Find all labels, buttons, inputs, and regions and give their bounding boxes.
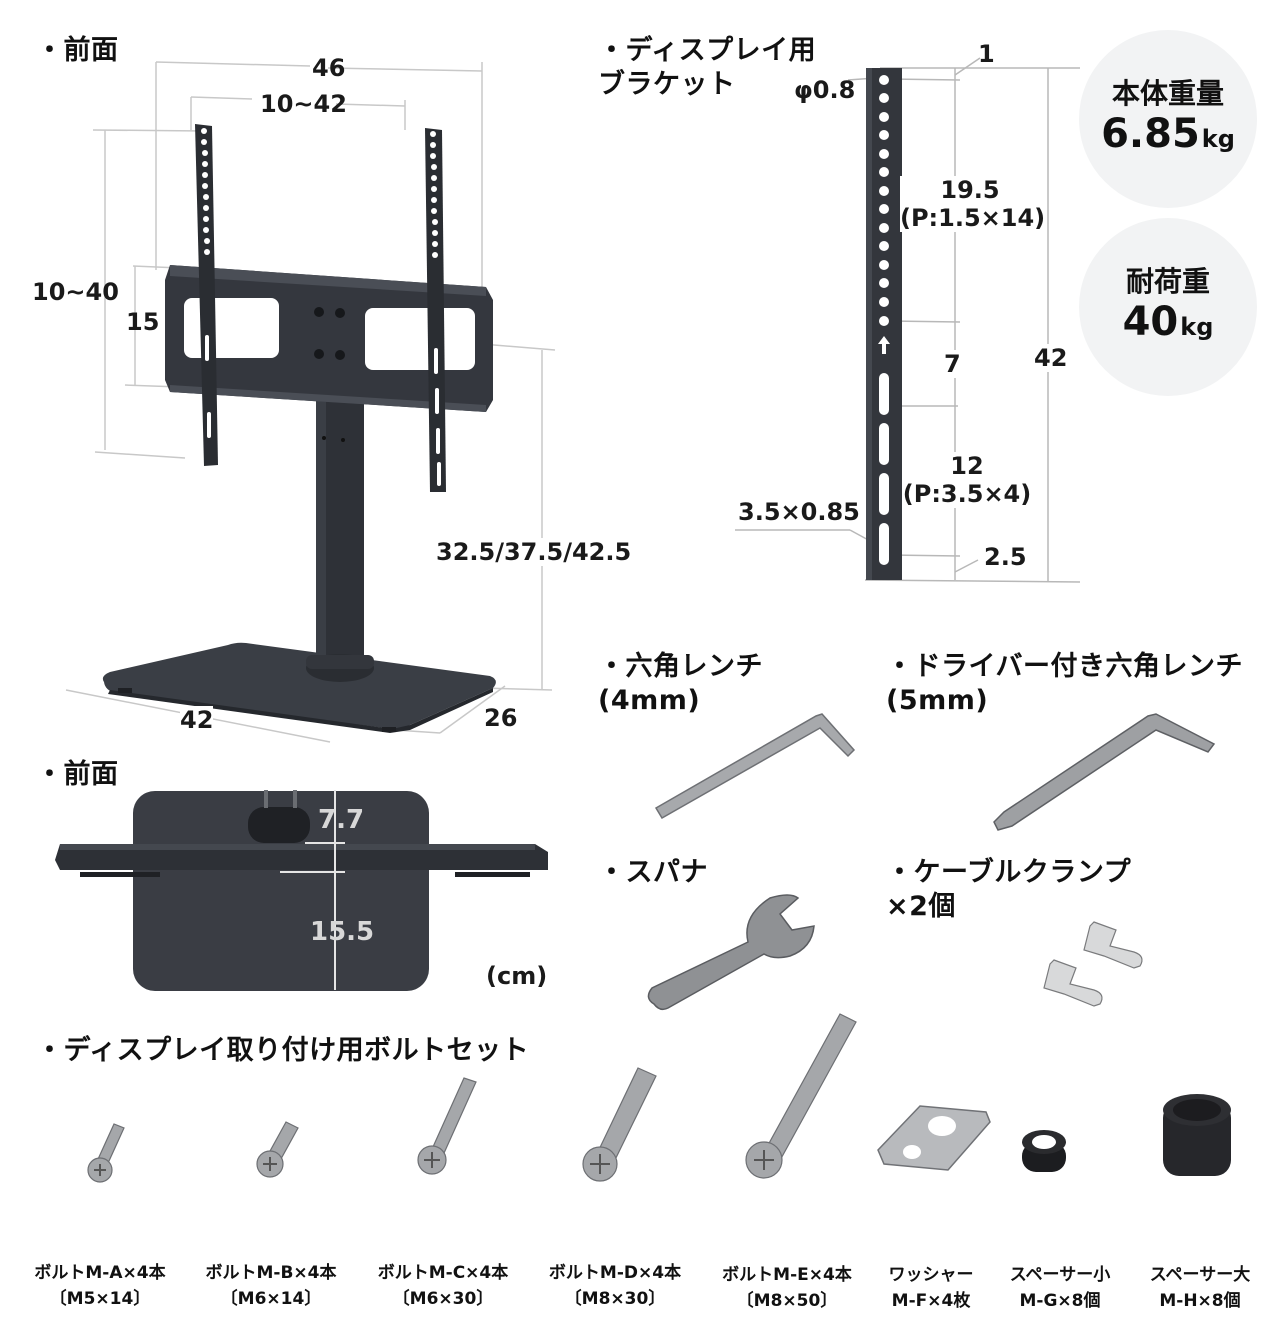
cable-clamp-heading: ・ケーブルクランプ ×2個 [886,857,1132,922]
spec-weight-label: 本体重量 [1111,76,1224,110]
stand-top-illustration [55,790,548,991]
dim-bottom-offset: 2.5 [984,543,1027,571]
front-view-heading: ・前面 [36,35,119,66]
stand-front-illustration [65,61,556,743]
bolt-item-mc: ボルトM-C×4本〔M6×30〕 [377,1263,509,1309]
spec-weight-value: 6.85kg [1101,110,1235,157]
dim-gap: 7 [944,350,961,378]
top-view-heading: ・前面 [36,759,119,790]
driver-hex-wrench-5mm-heading: ・ドライバー付き六角レンチ (5mm) [886,651,1243,716]
dim-bracket-height: 15 [126,308,160,336]
spec-badge-weight: 本体重量 6.85kg [1079,30,1257,208]
spec-load-label: 耐荷重 [1125,264,1210,298]
dim-vesa-horizontal: 10~42 [260,90,347,118]
bolt-item-mb: ボルトM-B×4本〔M6×14〕 [205,1263,337,1309]
spanner-heading: ・スパナ [598,857,708,888]
dim-slot-size: 3.5×0.85 [738,498,860,526]
driver-hex-wrench-5mm-image [993,713,1216,831]
dim-slot-span: 12 (P:3.5×4) [902,452,1032,508]
dim-hole-diameter: φ0.8 [794,76,856,104]
dim-base-width: 42 [180,706,214,734]
dim-top-offset: 1 [978,40,995,68]
unit-note: (cm) [486,962,548,990]
dim-vesa-vertical: 10~40 [32,278,119,306]
hex-wrench-4mm-heading: ・六角レンチ (4mm) [598,651,763,716]
cable-clamp-image [1043,921,1143,1007]
dim-overall-width: 46 [312,54,346,82]
bolt-set-heading: ・ディスプレイ取り付け用ボルトセット [36,1035,530,1066]
bolt-item-me: ボルトM-E×4本〔M8×50〕 [722,1265,852,1311]
bracket-view-heading: ・ディスプレイ用 ブラケット [598,35,817,100]
dim-rear-offset: 15.5 [310,917,375,947]
hex-wrench-4mm-image [654,713,856,820]
bolt-item-ma: ボルトM-A×4本〔M5×14〕 [34,1263,166,1309]
spanner-image [647,894,815,1011]
bolt-item-md: ボルトM-D×4本〔M8×30〕 [548,1263,682,1309]
dim-front-offset: 7.7 [318,805,365,835]
bolt-set-images [87,1013,1231,1183]
spec-load-value: 40kg [1122,298,1214,345]
dim-total-length: 42 [1034,344,1068,372]
bracket-illustration [735,57,1081,583]
dim-base-depth: 26 [484,704,518,732]
dim-round-hole-span: 19.5 (P:1.5×14) [900,176,1046,232]
dim-height-options: 32.5/37.5/42.5 [436,538,632,566]
spec-badge-load: 耐荷重 40kg [1079,218,1257,396]
